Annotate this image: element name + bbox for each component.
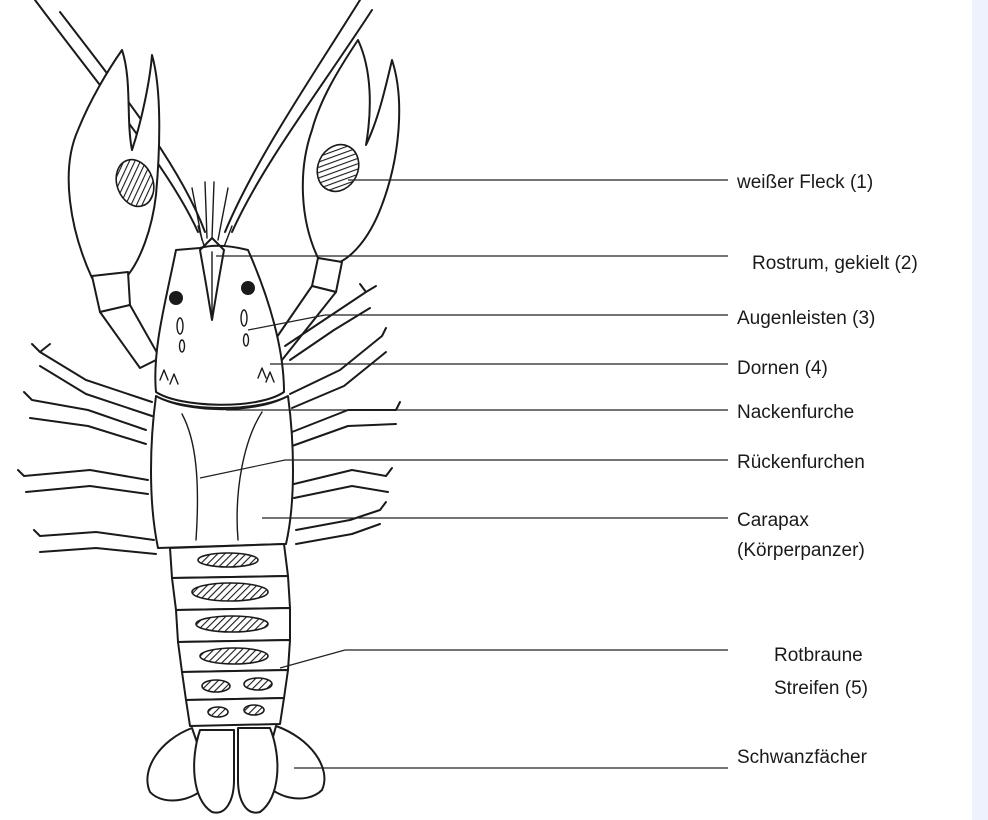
label-eye-ridges: Augenleisten (3) [737, 306, 875, 332]
abdomen [170, 544, 290, 726]
label-dorsal-grooves: Rückenfurchen [737, 450, 865, 476]
label-white-spot: weißer Fleck (1) [737, 170, 873, 196]
left-eye [169, 291, 183, 305]
label-cervical-groove: Nackenfurche [737, 400, 854, 426]
label-carapace-line1: Carapax [737, 508, 809, 534]
label-spines: Dornen (4) [737, 356, 828, 382]
label-stripes-line2: Streifen (5) [774, 676, 868, 702]
carapace [151, 396, 293, 548]
head [155, 238, 284, 405]
walking-legs-left [18, 344, 156, 554]
right-claw [268, 40, 399, 360]
label-rostrum: Rostrum, gekielt (2) [752, 251, 918, 277]
right-eye [241, 281, 255, 295]
left-claw [69, 50, 160, 368]
label-carapace-line2: (Körperpanzer) [737, 538, 865, 564]
label-tail-fan: Schwanzfächer [737, 745, 867, 771]
label-stripes-line1: Rotbraune [774, 643, 863, 669]
tail-fan [147, 726, 324, 813]
